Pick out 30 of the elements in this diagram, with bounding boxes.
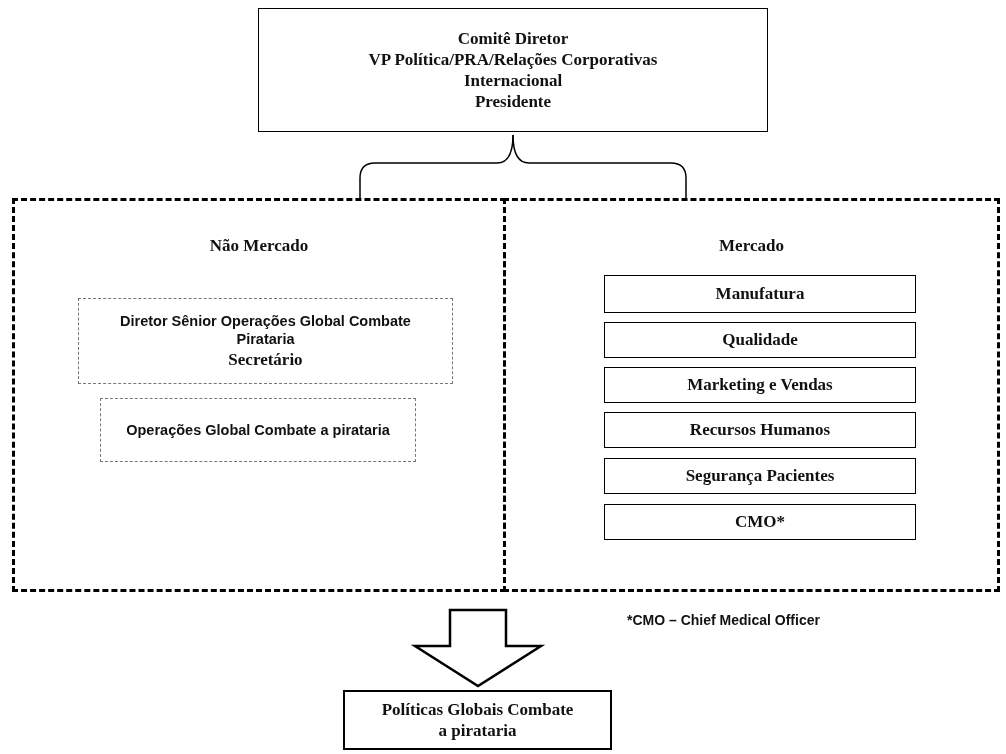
box-label: CMO* bbox=[734, 511, 785, 533]
box-label: Marketing e Vendas bbox=[687, 374, 833, 396]
box-label: Não Mercado bbox=[209, 235, 309, 257]
dashed-group-box bbox=[12, 198, 506, 592]
committee-box bbox=[258, 8, 768, 132]
block-arrow bbox=[410, 608, 546, 688]
box-label: Operações Global Combate a pirataria bbox=[126, 420, 390, 440]
department-box bbox=[604, 458, 916, 494]
department-box bbox=[604, 412, 916, 448]
department-box bbox=[604, 322, 916, 358]
department-box bbox=[604, 275, 916, 313]
dashed-box bbox=[100, 398, 416, 462]
department-box bbox=[604, 367, 916, 403]
box-heading: Comitê Diretor bbox=[457, 27, 569, 49]
box-label: Presidente bbox=[474, 91, 552, 113]
footnote: *CMO – Chief Medical Officer bbox=[627, 612, 820, 628]
box-label: Manufatura bbox=[715, 283, 805, 305]
brace-connector bbox=[512, 134, 687, 199]
department-box bbox=[604, 504, 916, 540]
box-label: Qualidade bbox=[722, 329, 798, 351]
dashed-group-box bbox=[503, 198, 1000, 592]
box-heading: Diretor Sênior Operações Global Combate Pirataria bbox=[119, 312, 412, 349]
result-box bbox=[343, 690, 612, 750]
box-label: Secretário bbox=[228, 348, 303, 370]
box-label: Mercado bbox=[719, 235, 784, 257]
box-label: Recursos Humanos bbox=[689, 419, 831, 441]
box-label: Segurança Pacientes bbox=[685, 465, 835, 487]
box-label: Políticas Globais Combate a pirataria bbox=[380, 698, 575, 742]
dashed-box bbox=[78, 298, 453, 384]
box-label: VP Política/PRA/Relações Corporativas Internacional bbox=[367, 48, 659, 92]
